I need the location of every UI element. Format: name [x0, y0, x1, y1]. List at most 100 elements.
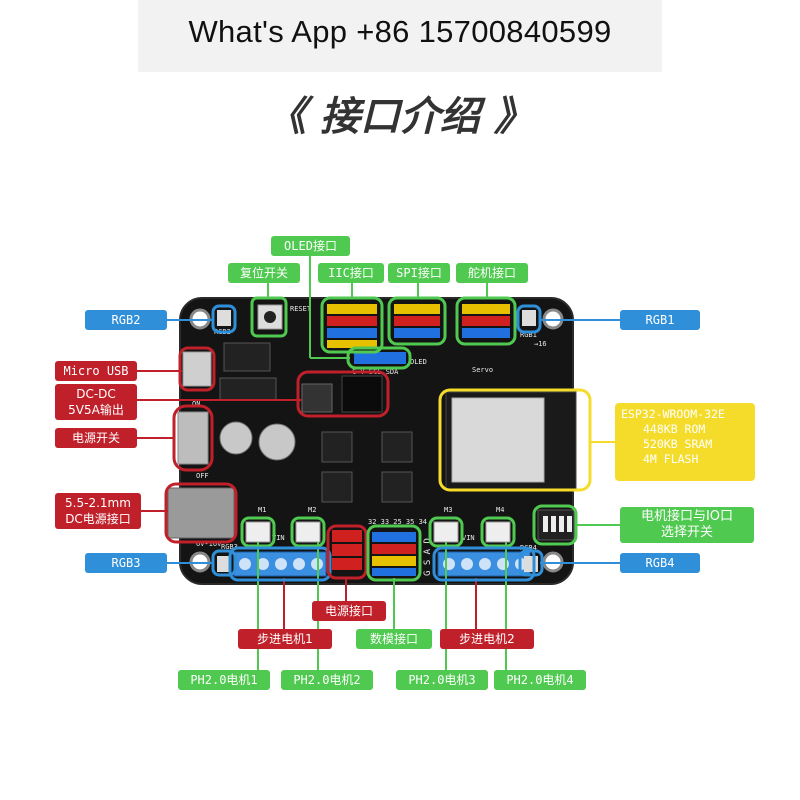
label-ph3: PH2.0电机3 — [396, 670, 488, 690]
digital-analog-header — [372, 532, 416, 576]
silk-servo: Servo — [472, 366, 493, 374]
dcdc-inductor — [301, 383, 333, 413]
outline-ph-m3 — [428, 516, 464, 548]
outline-terminal-right — [432, 546, 536, 582]
label-digital-analog: 数模接口 — [356, 629, 432, 649]
outline-power-switch — [172, 404, 214, 472]
label-power-switch: 电源开关 — [55, 428, 137, 448]
label-dcdc-line2: 5V5A输出 — [68, 403, 124, 417]
outline-ph-m4 — [480, 516, 516, 548]
silk-rgb1: RGB1 — [520, 331, 537, 339]
ph-connector-m2 — [295, 521, 321, 543]
spi-header — [394, 304, 440, 338]
rgb-led-2 — [217, 310, 231, 326]
label-dc-jack: 5.5-2.1mm DC电源接口 — [55, 493, 141, 529]
driver-chip — [321, 471, 353, 503]
label-iic: IIC接口 — [318, 263, 384, 283]
label-ph2: PH2.0电机2 — [281, 670, 373, 690]
label-ph1: PH2.0电机1 — [178, 670, 270, 690]
micro-usb-port — [182, 351, 212, 387]
driver-chip — [381, 471, 413, 503]
driver-chip — [381, 431, 413, 463]
esp32-shield — [451, 397, 545, 483]
label-spi: SPI接口 — [388, 263, 450, 283]
label-motor-io-line2: 选择开关 — [660, 525, 713, 540]
capacitor — [219, 421, 253, 455]
label-stepper2: 步进电机2 — [440, 629, 534, 649]
silk-vin-left: VIN — [272, 534, 285, 542]
silk-m1: M1 — [258, 506, 266, 514]
label-dcdc-line1: DC-DC — [76, 387, 116, 401]
oled-header — [354, 352, 406, 364]
servo-header — [462, 304, 510, 338]
silk-vin-range: 6V-16V — [196, 540, 222, 548]
outline-dcdc — [296, 370, 390, 418]
label-rgb4: RGB4 — [620, 553, 700, 573]
label-oled: OLED接口 — [271, 236, 350, 256]
ph-connector-m1 — [245, 521, 271, 543]
outline-esp32 — [438, 388, 592, 492]
outline-dc-jack — [164, 482, 238, 544]
silk-m2: M2 — [308, 506, 316, 514]
esp32-rom: 448KB ROM — [643, 422, 706, 436]
outline-rgb3 — [211, 549, 237, 577]
silk-off: OFF — [196, 472, 209, 480]
outline-iic — [320, 296, 384, 354]
outline-servo — [455, 296, 517, 346]
label-dc-jack-line2: DC电源接口 — [65, 512, 131, 526]
silk-pins: 32 33 25 35 34 — [368, 518, 427, 526]
esp32-flash: 4M FLASH — [643, 452, 699, 466]
ph-connector-m4 — [485, 521, 511, 543]
label-dcdc: DC-DC 5V5A输出 — [55, 384, 137, 420]
esp32-sram: 520KB SRAM — [643, 437, 713, 451]
outline-power-port — [326, 524, 368, 580]
label-rgb1: RGB1 — [620, 310, 700, 330]
reset-button-cap — [264, 311, 276, 323]
label-rgb3: RGB3 — [85, 553, 167, 573]
label-motor-io-switch: 电机接口与IO口 选择开关 — [620, 507, 754, 543]
outline-dip — [532, 504, 578, 546]
iic-header — [327, 304, 377, 348]
label-ph4: PH2.0电机4 — [494, 670, 586, 690]
label-motor-io-line1: 电机接口与IO口 — [640, 509, 734, 524]
rgb-led-3 — [217, 556, 231, 572]
outline-oled — [346, 346, 412, 370]
dc-jack-body — [167, 487, 235, 539]
capacitor — [258, 423, 296, 461]
label-reset-switch: 复位开关 — [228, 263, 300, 283]
outline-ph-m2 — [290, 516, 326, 548]
ic-chip — [223, 342, 271, 372]
outline-micro-usb — [178, 346, 216, 392]
contact-text: What's App +86 15700840599 — [188, 14, 612, 49]
contact-banner: What's App +86 15700840599 — [138, 0, 662, 72]
esp32-name: ESP32-WROOM-32E — [621, 407, 725, 421]
rgb-led-1 — [522, 310, 536, 326]
label-stepper1: 步进电机1 — [238, 629, 332, 649]
silk-arrow16: →16 — [534, 340, 547, 348]
page-title: 《 接口介绍 》 — [266, 94, 534, 140]
outline-terminal-left — [228, 546, 332, 582]
outline-rgb2 — [211, 304, 237, 334]
label-servo: 舵机接口 — [456, 263, 528, 283]
silk-oled: OLED — [410, 358, 427, 366]
ph-connector-m3 — [433, 521, 459, 543]
silk-rgb3: RGB3 — [221, 543, 238, 551]
outline-spi — [387, 296, 447, 346]
silk-gsad: G S A D — [423, 538, 433, 576]
label-esp32: ESP32-WROOM-32E 448KB ROM 520KB SRAM 4M … — [615, 403, 755, 481]
silk-reset: RESET — [290, 305, 312, 313]
rgb-led-4 — [524, 556, 538, 572]
power-port-header — [332, 530, 362, 570]
outline-reset — [250, 296, 288, 338]
driver-chip — [321, 431, 353, 463]
dcdc-chip — [341, 375, 383, 413]
silk-vin-right: VIN — [462, 534, 475, 542]
silk-m3: M3 — [444, 506, 452, 514]
outline-rgb1 — [516, 304, 542, 334]
outline-digital-analog — [366, 524, 422, 582]
pcb-board — [180, 298, 573, 584]
silk-on: ON — [192, 400, 200, 408]
power-switch-body — [177, 411, 209, 465]
silk-m4: M4 — [496, 506, 504, 514]
